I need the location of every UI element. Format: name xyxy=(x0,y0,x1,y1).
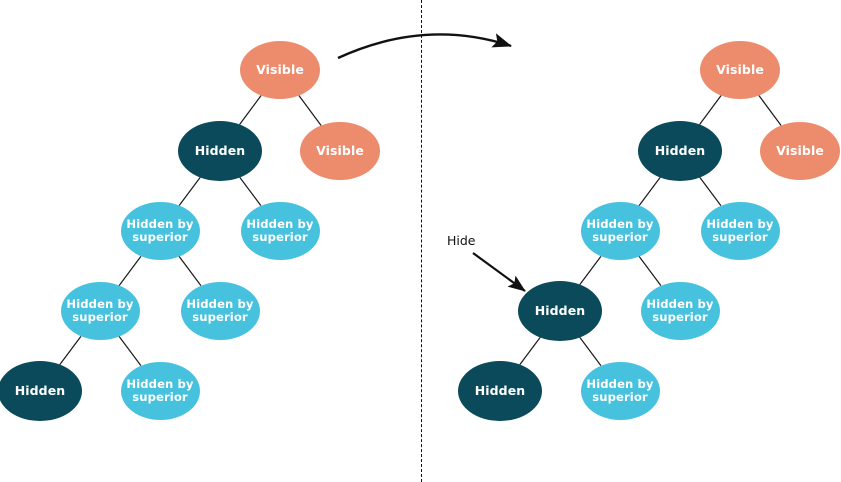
tree-node-hidden[interactable]: Hidden xyxy=(178,121,262,181)
tree-node-label: Hidden by superior xyxy=(246,217,314,244)
tree-node-label: Hidden xyxy=(194,143,246,158)
tree-node-hidden[interactable]: Hidden xyxy=(638,121,722,181)
tree-edge xyxy=(699,95,722,125)
tree-node-label: Hidden by superior xyxy=(586,377,654,404)
tree-node-hidden-by-superior[interactable]: Hidden by superior xyxy=(180,282,260,340)
tree-edge xyxy=(298,95,322,126)
tree-node-label: Hidden by superior xyxy=(66,297,134,324)
tree-node-label: Hidden by superior xyxy=(126,217,194,244)
panel-divider xyxy=(421,0,422,482)
tree-node-hidden[interactable]: Hidden xyxy=(458,361,542,421)
tree-edge xyxy=(579,256,602,285)
tree-node-label: Hidden by superior xyxy=(126,377,194,404)
tree-node-label: Visible xyxy=(716,62,764,77)
curved-transition-arrow xyxy=(337,33,512,60)
tree-node-hidden-by-superior[interactable]: Hidden by superior xyxy=(700,202,780,260)
tree-node-hidden-by-superior[interactable]: Hidden by superior xyxy=(580,202,660,260)
tree-node-hidden-by-superior[interactable]: Hidden by superior xyxy=(60,282,140,340)
tree-node-label: Hidden by superior xyxy=(646,297,714,324)
tree-node-label: Hidden by superior xyxy=(586,217,654,244)
tree-edge xyxy=(178,256,202,286)
tree-edge xyxy=(519,337,541,365)
tree-node-label: Hidden xyxy=(534,303,586,318)
tree-edge xyxy=(178,177,201,206)
tree-node-label: Visible xyxy=(256,62,304,77)
hide-annotation-label: Hide xyxy=(447,233,476,248)
tree-node-hidden-by-superior[interactable]: Hidden by superior xyxy=(120,362,200,420)
tree-node-label: Visible xyxy=(316,143,364,158)
tree-node-label: Hidden by superior xyxy=(706,217,774,244)
tree-node-label: Visible xyxy=(776,143,824,158)
tree-edge xyxy=(638,256,662,286)
tree-node-hidden[interactable]: Hidden xyxy=(0,361,82,421)
tree-edge xyxy=(638,177,661,206)
tree-node-hidden-by-superior[interactable]: Hidden by superior xyxy=(640,282,720,340)
tree-node-label: Hidden xyxy=(474,383,526,398)
tree-node-label: Hidden xyxy=(654,143,706,158)
tree-node-hidden[interactable]: Hidden xyxy=(518,281,602,341)
tree-edge xyxy=(239,95,262,125)
tree-edge xyxy=(239,177,262,206)
tree-node-visible[interactable]: Visible xyxy=(300,122,380,180)
tree-node-label: Hidden by superior xyxy=(186,297,254,324)
tree-node-hidden-by-superior[interactable]: Hidden by superior xyxy=(120,202,200,260)
tree-node-hidden-by-superior[interactable]: Hidden by superior xyxy=(580,362,660,420)
tree-node-visible[interactable]: Visible xyxy=(240,41,320,99)
tree-edge xyxy=(118,256,142,286)
tree-edge xyxy=(59,336,82,365)
tree-node-label: Hidden xyxy=(14,383,66,398)
tree-edge xyxy=(579,337,602,366)
tree-node-visible[interactable]: Visible xyxy=(700,41,780,99)
tree-node-visible[interactable]: Visible xyxy=(760,122,840,180)
tree-node-hidden-by-superior[interactable]: Hidden by superior xyxy=(240,202,320,260)
tree-edge xyxy=(699,177,722,206)
hide-arrow xyxy=(472,252,526,292)
tree-edge xyxy=(118,336,142,366)
tree-edge xyxy=(758,95,782,126)
